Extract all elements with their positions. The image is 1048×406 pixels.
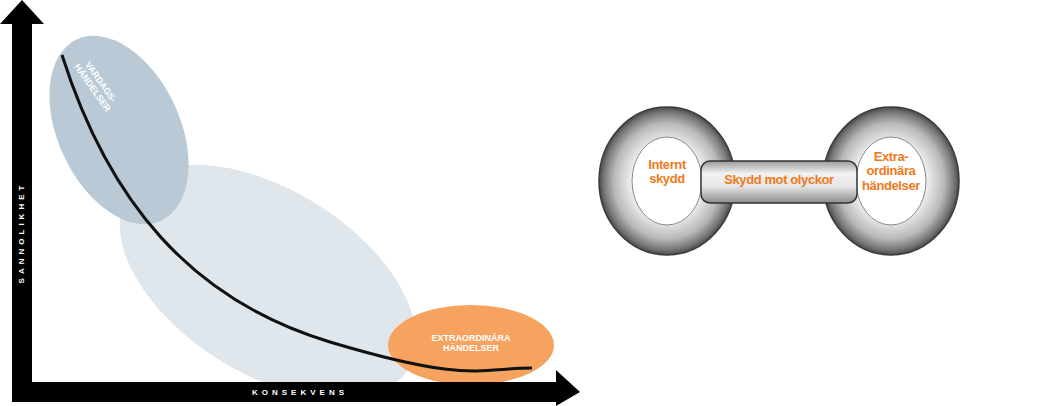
ring-hole [856, 137, 926, 225]
y-axis-label: SANNOLIKHET [17, 181, 26, 283]
node-text: Skydd mot olyckor [700, 173, 858, 187]
node-outline [21, 14, 216, 247]
bar-fill [701, 161, 857, 203]
chain-link-bar: Skydd mot olyckor [700, 160, 858, 204]
ring-outer [823, 107, 959, 255]
x-axis [12, 382, 558, 402]
risk-curve [62, 55, 532, 371]
everyday-events-ellipse: VARDAGS- HÄNDELSER [21, 14, 216, 247]
node-text: Internt skydd [634, 158, 700, 187]
ellipse-fill [388, 305, 554, 385]
y-axis-arrow [0, 0, 44, 24]
x-axis-arrow [556, 370, 580, 406]
ellipse-fill [21, 14, 216, 247]
extraordinary-events-ellipse: EXTRAORDINÄRA HÄNDELSER [388, 305, 554, 385]
node-text: Extra- ordinära händelser [858, 150, 924, 193]
x-axis-label: KONSEKVENS [252, 388, 348, 397]
ring-hole [632, 137, 702, 225]
node-text: EXTRAORDINÄRA HÄNDELSER [421, 334, 521, 354]
y-axis [12, 18, 32, 402]
